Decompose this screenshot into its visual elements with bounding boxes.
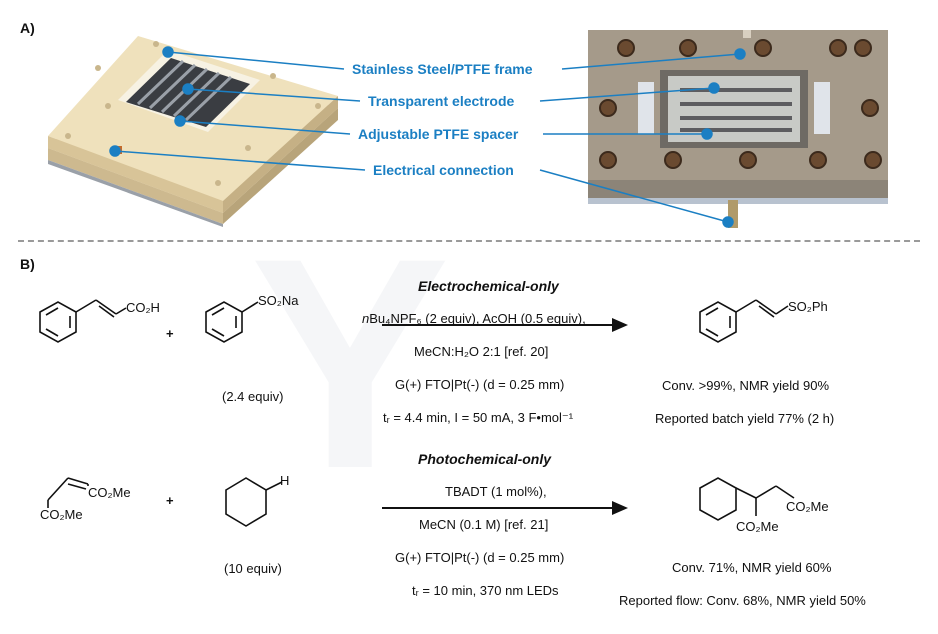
reaction1-condition-3: G(+) FTO|Pt(-) (d = 0.25 mm) bbox=[395, 377, 565, 392]
reactant2-equiv: (2.4 equiv) bbox=[222, 389, 284, 404]
reaction1-condition-1-text: Bu₄NPF₆ (2 equiv), AcOH (0.5 equiv), bbox=[369, 311, 586, 326]
reactant1-ester-a: CO₂Me bbox=[88, 485, 131, 500]
n-prefix: n bbox=[362, 311, 370, 326]
product1-group-label: SO₂Ph bbox=[788, 299, 828, 314]
callout-electrical-connection: Electrical connection bbox=[373, 162, 514, 178]
reaction2-condition-1: TBADT (1 mol%), bbox=[445, 484, 547, 499]
callout-frame: Stainless Steel/PTFE frame bbox=[352, 61, 533, 77]
reaction1-condition-1: nBu₄NPF₆ (2 equiv), AcOH (0.5 equiv), bbox=[362, 311, 586, 326]
reactant1-group-label: CO₂H bbox=[126, 300, 160, 315]
cell-schematic-illustration bbox=[48, 36, 338, 227]
cyclohexane-h-label: H bbox=[280, 473, 290, 488]
reaction2-result-2: Reported flow: Conv. 68%, NMR yield 50% bbox=[619, 593, 866, 608]
cell-photo bbox=[588, 30, 888, 228]
product2-ester-a: CO₂Me bbox=[786, 499, 829, 514]
callout-spacer: Adjustable PTFE spacer bbox=[358, 126, 519, 142]
panel-a-label: A) bbox=[20, 20, 35, 36]
reaction1-title: Electrochemical-only bbox=[418, 278, 559, 294]
reaction1-result-1: Conv. >99%, NMR yield 90% bbox=[662, 378, 830, 393]
product2-ester-b: CO₂Me bbox=[736, 519, 779, 534]
section-divider bbox=[18, 240, 920, 242]
reactant2-equiv-2: (10 equiv) bbox=[224, 561, 282, 576]
reaction2-title: Photochemical-only bbox=[418, 451, 552, 467]
reactant1-ester-b: CO₂Me bbox=[40, 507, 83, 522]
reaction2-condition-4: tᵣ = 10 min, 370 nm LEDs bbox=[412, 583, 559, 598]
panel-b-label: B) bbox=[20, 256, 35, 272]
reaction2-condition-3: G(+) FTO|Pt(-) (d = 0.25 mm) bbox=[395, 550, 565, 565]
reaction2-result-1: Conv. 71%, NMR yield 60% bbox=[672, 560, 832, 575]
watermark-letter: Y bbox=[250, 195, 451, 531]
plus-sign: + bbox=[166, 326, 174, 341]
callout-leader-lines bbox=[109, 46, 746, 228]
reactant2-group-label: SO₂Na bbox=[258, 293, 299, 308]
reaction1-structures bbox=[39, 299, 789, 343]
reaction1-condition-4: tᵣ = 4.4 min, I = 50 mA, 3 F•mol⁻¹ bbox=[383, 410, 574, 425]
reaction2-condition-2: MeCN (0.1 M) [ref. 21] bbox=[419, 517, 549, 532]
reaction1-condition-2: MeCN:H₂O 2:1 [ref. 20] bbox=[414, 344, 549, 359]
callout-electrode: Transparent electrode bbox=[368, 93, 515, 109]
reaction1-result-2: Reported batch yield 77% (2 h) bbox=[655, 411, 835, 426]
plus-sign-2: + bbox=[166, 493, 174, 508]
reaction2-structures bbox=[47, 477, 795, 527]
